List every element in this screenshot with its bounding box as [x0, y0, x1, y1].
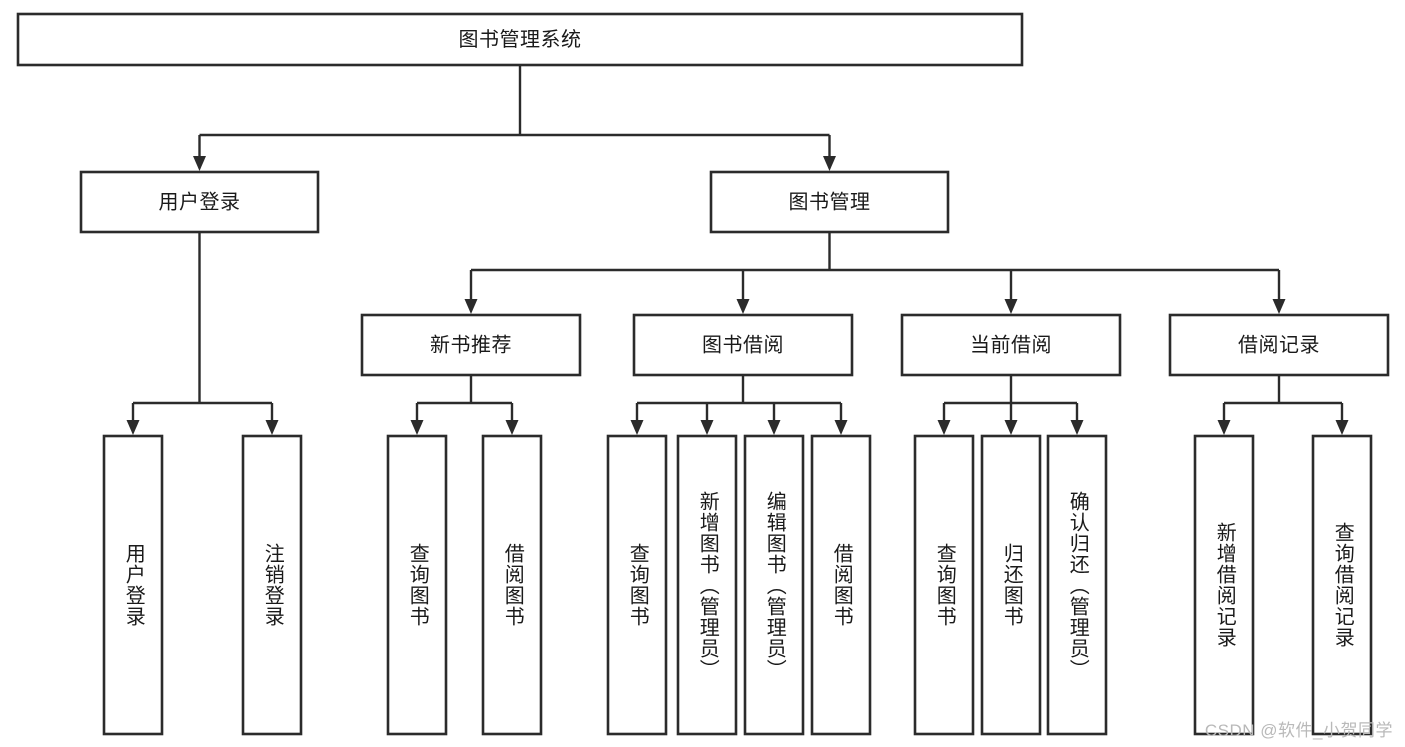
node-l3-新书推荐[interactable] — [360, 313, 582, 377]
leaf-box-9-归还图书[interactable] — [980, 434, 1042, 736]
node-l3-借阅记录-rect[interactable] — [1168, 313, 1390, 377]
leaf-label-10-确认归还管理员: 确认归还（管理员） — [1066, 490, 1089, 680]
leaf-box-3-借阅图书-rect[interactable] — [481, 434, 543, 736]
node-root-图书管理系统-rect[interactable] — [16, 12, 1024, 67]
node-l3-新书推荐-label: 新书推荐 — [430, 333, 512, 356]
leaf-label-4-查询图书: 查询图书 — [626, 543, 649, 627]
leaf-label-11-新增借阅记录: 新增借阅记录 — [1213, 522, 1236, 648]
leaf-label-9-归还图书: 归还图书 — [1000, 543, 1023, 627]
leaf-label-3-借阅图书: 借阅图书 — [501, 543, 524, 627]
node-root-图书管理系统-label: 图书管理系统 — [459, 28, 582, 51]
node-l3-借阅记录-label: 借阅记录 — [1238, 333, 1320, 356]
leaf-box-1-注销登录-rect[interactable] — [241, 434, 303, 736]
leaf-box-1-注销登录[interactable] — [241, 434, 303, 736]
node-l3-图书借阅-rect[interactable] — [632, 313, 854, 377]
node-l3-图书借阅-label: 图书借阅 — [702, 333, 784, 356]
node-l3-借阅记录[interactable] — [1168, 313, 1390, 377]
leaf-box-12-查询借阅记录[interactable] — [1311, 434, 1373, 736]
leaf-box-8-查询图书[interactable] — [913, 434, 975, 736]
node-l2-图书管理-rect[interactable] — [709, 170, 950, 234]
leaf-box-10-确认归还管理员-rect[interactable] — [1046, 434, 1108, 736]
leaf-label-8-查询图书: 查询图书 — [933, 543, 956, 627]
leaf-label-0-用户登录: 用户登录 — [122, 543, 145, 627]
leaf-label-2-查询图书: 查询图书 — [406, 543, 429, 627]
leaf-label-5-新增图书管理员: 新增图书（管理员） — [696, 490, 719, 680]
node-l2-用户登录-label: 用户登录 — [159, 190, 241, 213]
node-l2-用户登录-rect[interactable] — [79, 170, 320, 234]
node-l3-当前借阅-rect[interactable] — [900, 313, 1122, 377]
node-root-图书管理系统[interactable] — [16, 12, 1024, 67]
edge-layer — [126, 65, 1349, 435]
node-l3-新书推荐-rect[interactable] — [360, 313, 582, 377]
leaf-label-7-借阅图书: 借阅图书 — [830, 543, 853, 627]
leaf-box-7-借阅图书-rect[interactable] — [810, 434, 872, 736]
leaf-box-6-编辑图书管理员[interactable] — [743, 434, 805, 736]
leaf-box-11-新增借阅记录[interactable] — [1193, 434, 1255, 736]
leaf-box-9-归还图书-rect[interactable] — [980, 434, 1042, 736]
leaf-box-2-查询图书-rect[interactable] — [386, 434, 448, 736]
leaf-box-10-确认归还管理员[interactable] — [1046, 434, 1108, 736]
leaf-box-4-查询图书[interactable] — [606, 434, 668, 736]
leaf-box-3-借阅图书[interactable] — [481, 434, 543, 736]
leaf-box-8-查询图书-rect[interactable] — [913, 434, 975, 736]
node-l3-当前借阅[interactable] — [900, 313, 1122, 377]
watermark: CSDN @软件_小贺同学 — [1204, 721, 1393, 740]
box-layer — [16, 12, 1390, 736]
node-l3-当前借阅-label: 当前借阅 — [970, 333, 1052, 356]
leaf-box-4-查询图书-rect[interactable] — [606, 434, 668, 736]
leaf-box-11-新增借阅记录-rect[interactable] — [1193, 434, 1255, 736]
node-l3-图书借阅[interactable] — [632, 313, 854, 377]
node-l2-用户登录[interactable] — [79, 170, 320, 234]
node-l2-图书管理[interactable] — [709, 170, 950, 234]
leaf-box-6-编辑图书管理员-rect[interactable] — [743, 434, 805, 736]
leaf-label-12-查询借阅记录: 查询借阅记录 — [1331, 522, 1354, 648]
leaf-box-5-新增图书管理员[interactable] — [676, 434, 738, 736]
leaf-box-0-用户登录[interactable] — [102, 434, 164, 736]
leaf-label-1-注销登录: 注销登录 — [261, 543, 284, 627]
leaf-box-5-新增图书管理员-rect[interactable] — [676, 434, 738, 736]
leaf-box-0-用户登录-rect[interactable] — [102, 434, 164, 736]
node-l2-图书管理-label: 图书管理 — [789, 190, 871, 213]
leaf-box-12-查询借阅记录-rect[interactable] — [1311, 434, 1373, 736]
leaf-box-7-借阅图书[interactable] — [810, 434, 872, 736]
leaf-label-6-编辑图书管理员: 编辑图书（管理员） — [763, 490, 786, 680]
leaf-box-2-查询图书[interactable] — [386, 434, 448, 736]
